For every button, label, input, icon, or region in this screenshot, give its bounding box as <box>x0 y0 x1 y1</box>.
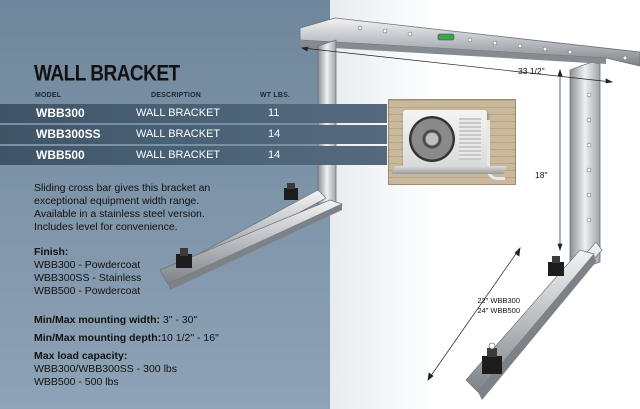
row-description: WALL BRACKET <box>136 107 221 119</box>
table-row: WBB300SS WALL BRACKET 14 <box>0 125 387 144</box>
intro-line: Includes level for convenience. <box>34 221 178 233</box>
mount-width: Min/Max mounting width: 3" - 30" <box>34 314 197 327</box>
finish-item: WBB300 - Powdercoat <box>34 259 141 271</box>
load-label: Max load capacity: <box>34 350 128 362</box>
page-title: WALL BRACKET <box>34 62 180 87</box>
table-row: WBB500 WALL BRACKET 14 <box>0 146 387 165</box>
row-weight: 14 <box>268 149 281 161</box>
row-weight: 11 <box>268 107 280 119</box>
pipe-icon <box>487 120 505 180</box>
intro-line: exceptional equipment width range. <box>34 195 200 207</box>
table-row: WBB300 WALL BRACKET 11 <box>0 104 387 123</box>
mount-width-value: 3" - 30" <box>159 314 198 326</box>
ac-unit-image <box>403 110 487 168</box>
fan-icon <box>409 116 455 162</box>
intro-text: Sliding cross bar gives this bracket an … <box>34 182 210 234</box>
intro-line: Available in a stainless steel version. <box>34 208 205 220</box>
grill-icon <box>459 118 481 160</box>
mount-width-label: Min/Max mounting width: <box>34 314 160 326</box>
row-model: WBB300SS <box>36 127 101 141</box>
intro-line: Sliding cross bar gives this bracket an <box>34 182 211 194</box>
mount-depth: Min/Max mounting depth:10 1/2" - 16" <box>34 332 219 345</box>
width-dimension: 33 1/2" <box>518 66 545 76</box>
row-model: WBB300 <box>36 106 85 120</box>
load-item: WBB300/WBB300SS - 300 lbs <box>34 363 177 375</box>
depth-wbb300: 22" WBB300 <box>477 296 520 305</box>
depth-dimension: 22" WBB300 24" WBB500 <box>450 296 520 316</box>
row-model: WBB500 <box>36 148 85 162</box>
load-section: Max load capacity: WBB300/WBB300SS - 300… <box>34 350 177 389</box>
bracket-icon <box>391 166 507 174</box>
left-panel <box>0 0 330 409</box>
mount-depth-label: Min/Max mounting depth: <box>34 332 162 344</box>
mount-depth-value: 10 1/2" - 16" <box>161 332 219 344</box>
depth-wbb500: 24" WBB500 <box>477 306 520 315</box>
installed-unit-photo <box>388 99 516 185</box>
height-dimension: 18" <box>535 170 548 180</box>
header-weight: WT LBS. <box>260 92 291 99</box>
load-item: WBB500 - 500 lbs <box>34 376 119 388</box>
row-description: WALL BRACKET <box>136 128 221 140</box>
finish-label: Finish: <box>34 246 69 258</box>
row-weight: 14 <box>268 128 281 140</box>
header-description: DESCRIPTION <box>151 92 202 99</box>
finish-section: Finish: WBB300 - Powdercoat WBB300SS - S… <box>34 246 141 298</box>
finish-item: WBB300SS - Stainless <box>34 272 142 284</box>
finish-item: WBB500 - Powdercoat <box>34 285 141 297</box>
row-description: WALL BRACKET <box>136 149 221 161</box>
header-model: MODEL <box>35 92 62 99</box>
